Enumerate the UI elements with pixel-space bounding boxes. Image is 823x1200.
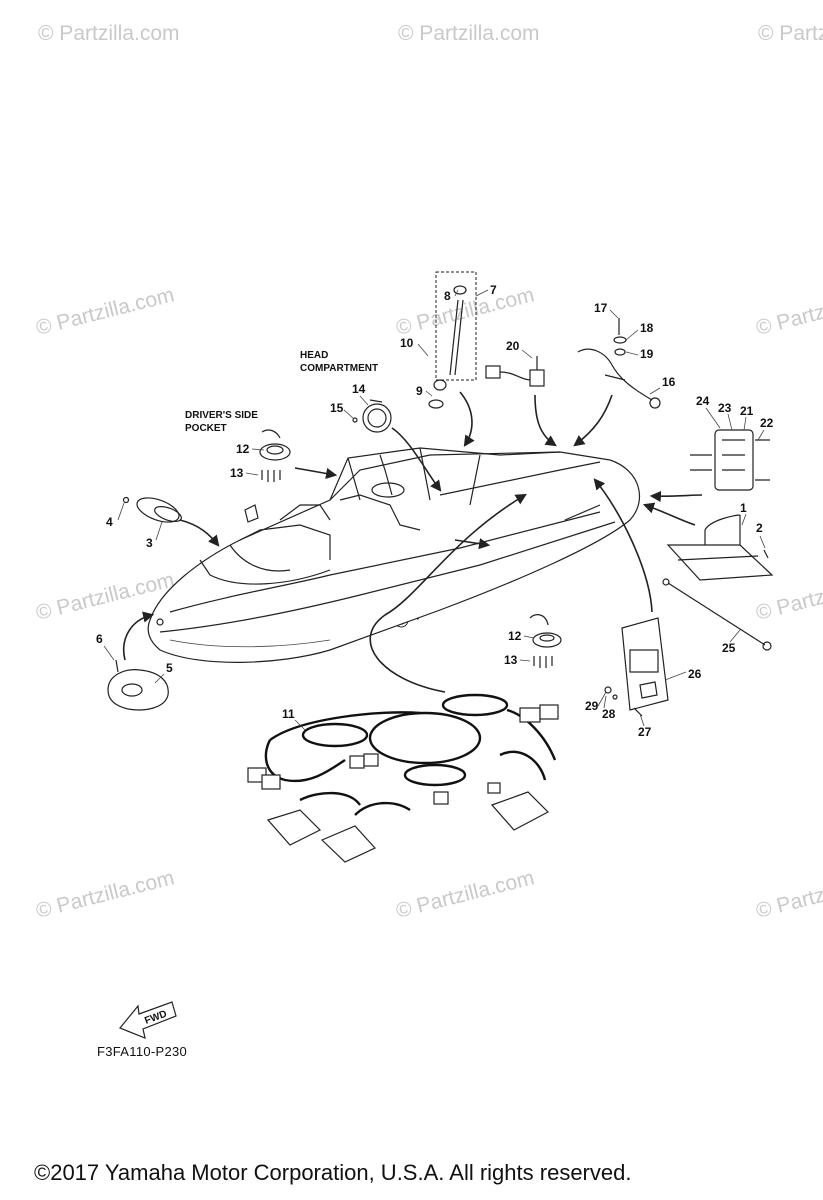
callout-26: 26 xyxy=(688,667,702,681)
callout-13b: 13 xyxy=(504,653,518,667)
head-compartment-label: HEAD xyxy=(300,350,328,361)
watermark: © Partzilla.com xyxy=(758,22,823,45)
part-antenna-assembly xyxy=(428,271,477,409)
callout-12b: 12 xyxy=(508,629,522,643)
copyright-notice: ©2017 Yamaha Motor Corporation, U.S.A. A… xyxy=(34,1160,632,1185)
diagram-code: F3FA110-P230 xyxy=(97,1044,188,1059)
watermark: © Partzilla.com xyxy=(34,866,177,923)
part-bow-cap xyxy=(107,659,169,711)
part-battery-cable xyxy=(577,318,661,409)
pointer-arrows xyxy=(123,391,703,693)
callout-24: 24 xyxy=(696,394,710,408)
part-head-light xyxy=(352,399,392,433)
callouts: 1 2 3 4 5 6 7 8 9 10 11 12 13 14 15 16 1… xyxy=(96,283,774,739)
callout-6: 6 xyxy=(96,632,103,646)
part-fuse-box xyxy=(690,429,770,491)
callout-2: 2 xyxy=(756,521,763,535)
watermark: © Partzilla.com xyxy=(34,283,177,340)
callout-12: 12 xyxy=(236,442,250,456)
callout-8: 8 xyxy=(444,289,451,303)
fwd-arrow-icon: FWD xyxy=(119,1001,177,1039)
callout-5: 5 xyxy=(166,661,173,675)
part-ground-cable xyxy=(662,578,772,651)
part-ecu xyxy=(604,617,669,717)
callout-1: 1 xyxy=(740,501,747,515)
callout-21: 21 xyxy=(740,404,754,418)
part-courtesy-light-lower xyxy=(529,614,562,668)
callout-3: 3 xyxy=(146,536,153,550)
callout-14: 14 xyxy=(352,382,366,396)
watermark: © Partzilla.com xyxy=(754,568,823,625)
callout-10: 10 xyxy=(400,336,414,350)
callout-25: 25 xyxy=(722,641,736,655)
callout-16: 16 xyxy=(662,375,676,389)
callout-27: 27 xyxy=(638,725,652,739)
callout-20: 20 xyxy=(506,339,520,353)
callout-17: 17 xyxy=(594,301,608,315)
callout-23: 23 xyxy=(718,401,732,415)
watermark: © Partzilla.com xyxy=(394,866,537,923)
callout-15: 15 xyxy=(330,401,344,415)
callout-4: 4 xyxy=(106,515,113,529)
watermark: © Partzilla.com xyxy=(754,866,823,923)
callout-22: 22 xyxy=(760,416,774,430)
part-cup-holder xyxy=(122,496,182,523)
part-sensor xyxy=(485,356,545,387)
part-wiring-harness xyxy=(247,693,559,863)
boat-hull xyxy=(147,447,640,663)
part-courtesy-light-upper xyxy=(259,429,291,482)
callout-28: 28 xyxy=(602,707,616,721)
callout-9: 9 xyxy=(416,384,423,398)
callout-11: 11 xyxy=(282,707,295,721)
head-compartment-label: COMPARTMENT xyxy=(300,363,378,374)
watermark: © Partzilla.com xyxy=(754,283,823,340)
callout-29: 29 xyxy=(585,699,599,713)
callout-7: 7 xyxy=(490,283,497,297)
part-battery-holder xyxy=(666,514,774,581)
watermark: © Partzilla.com xyxy=(398,22,540,45)
callout-19: 19 xyxy=(640,347,654,361)
drivers-side-pocket-label: POCKET xyxy=(185,423,227,434)
drivers-side-pocket-label: DRIVER'S SIDE xyxy=(185,410,258,421)
watermark: © Partzilla.com xyxy=(38,22,180,45)
callout-18: 18 xyxy=(640,321,654,335)
callout-13: 13 xyxy=(230,466,244,480)
leader-lines xyxy=(103,289,766,731)
